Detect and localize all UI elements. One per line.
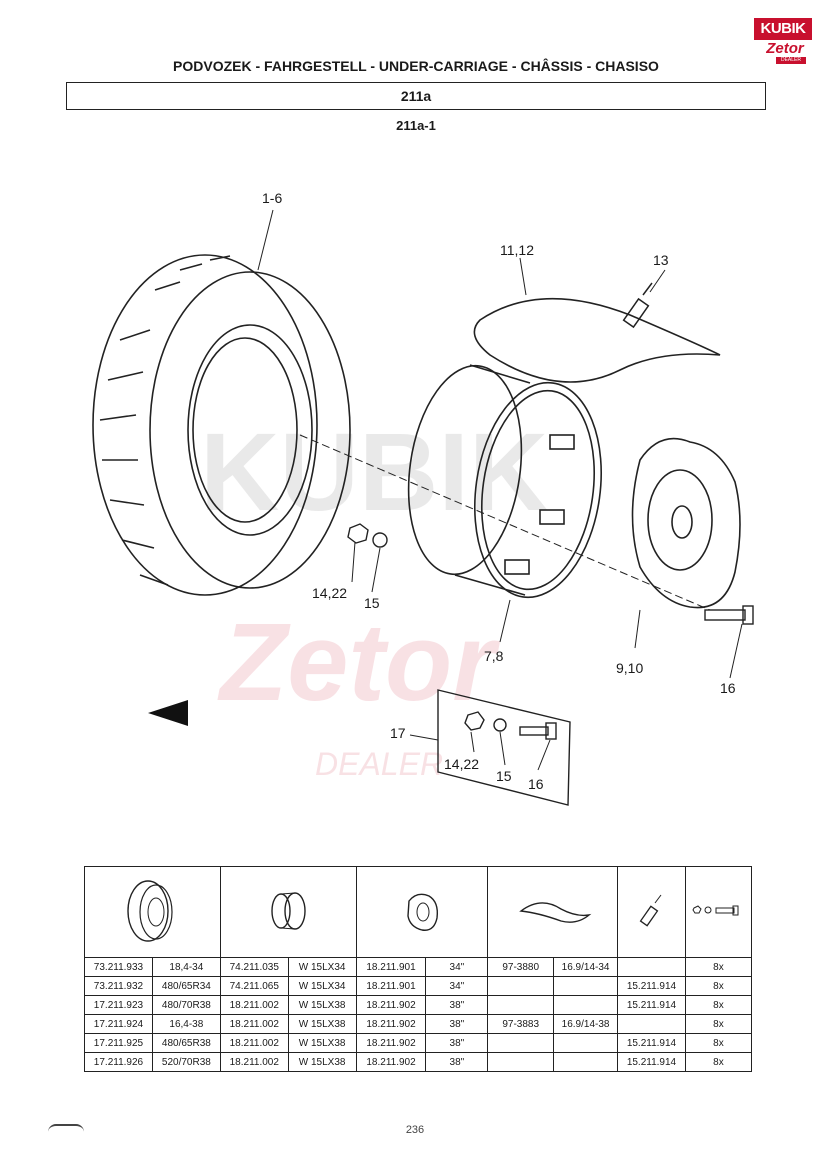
tube-thumbnail-cell <box>487 866 619 958</box>
tyre-drawing <box>92 254 351 596</box>
page-number: 236 <box>405 1124 425 1136</box>
callout-bolt: 16 <box>720 680 736 696</box>
rim-drawing <box>407 364 603 599</box>
bolt-drawing <box>704 605 754 625</box>
logo-dealer: DEALER <box>776 57 806 64</box>
watermark-text: KUBIK <box>200 411 548 534</box>
callout-washer: 15 <box>364 595 380 611</box>
valve-thumbnail-cell <box>617 866 686 958</box>
logo-sub: Zetor <box>766 40 804 57</box>
leader-lines <box>257 209 743 771</box>
kit-panel <box>437 689 571 806</box>
diagram-drawing: KUBIK Zetor DEALER <box>92 209 754 806</box>
tyre-thumbnail-cell <box>84 866 221 958</box>
disc-thumbnail-cell <box>355 866 489 958</box>
tube-icon <box>518 901 592 923</box>
axis-line <box>299 434 711 611</box>
callout-disc: 9,10 <box>616 660 644 676</box>
valve-icon <box>640 894 662 927</box>
callout-tyre: 1-6 <box>262 190 283 206</box>
footer-mark <box>48 1124 84 1132</box>
rim-icon <box>271 891 306 930</box>
bolt-kit-icon <box>692 904 739 915</box>
tube-drawing <box>473 297 721 383</box>
table-image-row <box>84 866 753 958</box>
callout-kit-nut: 14,22 <box>444 756 480 772</box>
tyre-icon <box>127 879 174 942</box>
section-number: 211a <box>66 82 766 110</box>
callout-tube: 11,12 <box>500 242 534 258</box>
callout-valve: 13 <box>653 252 669 268</box>
subsection-number: 211a-1 <box>396 118 436 133</box>
bolt-kit-thumbnail-cell <box>684 866 753 958</box>
logo-brand: KUBIK <box>754 18 812 40</box>
nut-washer-drawing <box>347 523 388 548</box>
callout-kit: 17 <box>390 725 406 741</box>
callout-kit-washer: 15 <box>496 768 512 784</box>
valve-drawing <box>622 282 653 329</box>
page-title: PODVOZEK - FAHRGESTELL - UNDER-CARRIAGE … <box>173 58 659 74</box>
brand-logo: KUBIK Zetor DEALER <box>752 14 814 64</box>
watermark-text: DEALER <box>315 746 443 782</box>
callout-nut: 14,22 <box>312 585 348 601</box>
watermark-text: Zetor <box>217 601 500 724</box>
wheel-disc-icon <box>407 893 438 931</box>
callout-kit-bolt: 16 <box>528 776 544 792</box>
wheel-disc-drawing <box>631 437 741 609</box>
direction-arrow <box>148 700 188 726</box>
callout-rim: 7,8 <box>484 648 504 664</box>
exploded-diagram: KUBIK Zetor DEALER <box>60 180 780 820</box>
rim-thumbnail-cell <box>219 866 357 958</box>
